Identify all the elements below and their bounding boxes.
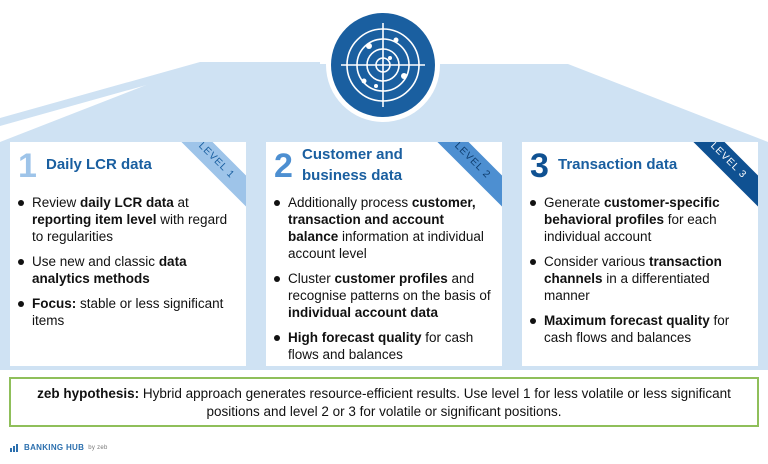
bullet-text: information at individual account level [288,229,484,261]
bullet-emphasis: Focus: [32,296,77,311]
level-2-card: 2 Customer and business data LEVEL 2 Add… [266,142,502,366]
bullet-list: Additionally process customer, transacti… [266,194,502,366]
bullet-text: Consider various [544,254,650,269]
bullet-item: High forecast quality for cash flows and… [274,329,492,363]
bullet-emphasis: customer profiles [334,271,448,286]
bullet-text: Cluster [288,271,335,286]
bullet-text: for cash flows and balances [544,313,730,345]
level-number: 2 [274,147,293,185]
level-number: 3 [530,147,549,185]
bullet-emphasis: customer, transaction and account balanc… [288,195,476,244]
bullet-emphasis: Maximum forecast quality [544,313,710,328]
bullet-emphasis: customer-specific behavioral profiles [544,195,720,227]
bullet-text: Review [32,195,81,210]
bullet-emphasis: reporting item level [32,212,157,227]
bullet-text: Additionally process [288,195,412,210]
bullet-item: Additionally process customer, transacti… [274,194,492,262]
bullet-text: for cash flows and balances [288,330,474,362]
bullet-item: Review daily LCR data at reporting item … [18,194,236,245]
radar-icon [326,8,440,122]
bullet-emphasis: High forecast quality [288,330,422,345]
level-number: 1 [18,147,37,185]
bullet-item: Generate customer-specific behavioral pr… [530,194,748,245]
bullet-emphasis: individual account data [288,305,439,320]
logo-name: BANKING HUB [24,443,85,452]
banking-hub-logo: BANKING HUB by zeb [10,443,108,452]
level-title: Transaction data [558,156,678,173]
bullet-text: stable or less significant items [32,296,224,328]
bullet-item: Cluster customer profiles and recognise … [274,270,492,321]
level-title: Customer and business data [302,146,403,184]
bullet-list: Generate customer-specific behavioral pr… [522,194,758,354]
level-1-card: 1 Daily LCR data LEVEL 1 Review daily LC… [10,142,246,366]
bullet-item: Consider various transaction channels in… [530,253,748,304]
hypothesis-box: zeb hypothesis: Hybrid approach generate… [9,377,759,427]
hypothesis-label: zeb hypothesis: [37,386,140,401]
bullet-text: at [173,195,189,210]
bullet-text: Generate [544,195,605,210]
bullet-text: for each individual account [544,212,717,244]
bullet-text: and recognise patterns on the basis of [288,271,491,303]
logo-by: by zeb [88,444,108,451]
logo-icon [10,443,18,452]
level-title: Daily LCR data [46,156,152,173]
hypothesis-text: Hybrid approach generates resource-effic… [139,386,731,419]
bullet-emphasis: data analytics methods [32,254,187,286]
level-3-card: 3 Transaction data LEVEL 3 Generate cust… [522,142,758,366]
bullet-text: in a differentiated manner [544,271,710,303]
bullet-item: Use new and classic data analytics metho… [18,253,236,287]
bullet-item: Focus: stable or less significant items [18,295,236,329]
bullet-emphasis: daily LCR data [80,195,174,210]
bullet-list: Review daily LCR data at reporting item … [10,194,246,337]
bullet-text: with regard to regularities [32,212,228,244]
bullet-text: Use new and classic [32,254,159,269]
bullet-emphasis: transaction channels [544,254,722,286]
bullet-item: Maximum forecast quality for cash flows … [530,312,748,346]
